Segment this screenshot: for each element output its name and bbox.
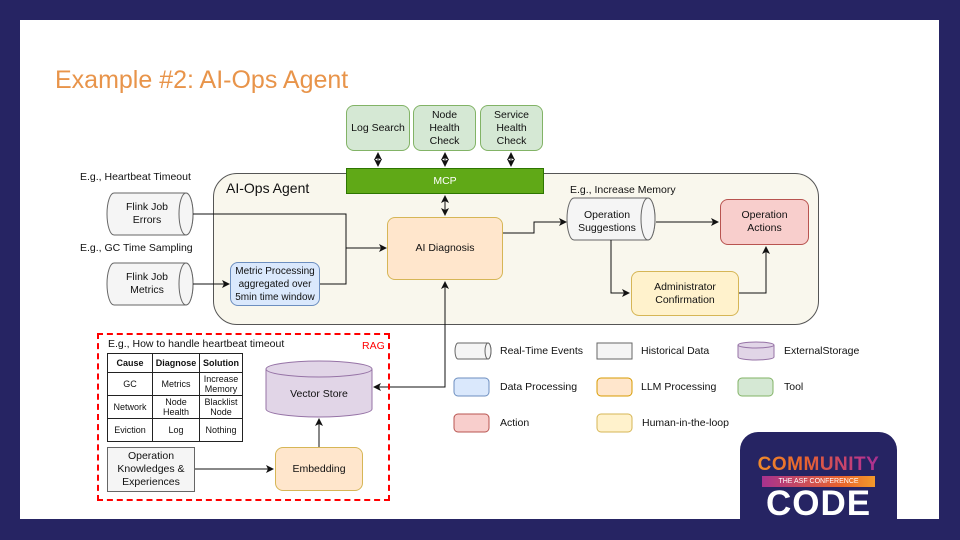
legend-label-external-storage: ExternalStorage [784, 345, 860, 357]
legend-label-data-processing: Data Processing [500, 381, 578, 393]
input-example-metrics: E.g., GC Time Sampling [80, 242, 193, 254]
metric-processing-label: Metric Processing aggregated over 5min t… [235, 265, 315, 303]
table-header: Cause [107, 353, 153, 373]
rag-label: RAG [362, 340, 385, 352]
table-cell: Log [152, 418, 200, 442]
community-code-logo: COMMUNITY THE ASF CONFERENCE CODE [740, 432, 897, 540]
embedding-box: Embedding [275, 447, 363, 491]
table-cell: Metrics [152, 372, 200, 396]
operation-knowledge-box: Operation Knowledges & Experiences [107, 447, 195, 492]
slide-title: Example #2: AI-Ops Agent [55, 66, 349, 94]
metric-processing-box: Metric Processing aggregated over 5min t… [230, 262, 320, 306]
table-cell: Nothing [199, 418, 243, 442]
tool-node-health-check: Node Health Check [413, 105, 476, 151]
legend-label-human-in-the-loop: Human-in-the-loop [642, 417, 729, 429]
logo-asf-conference-text: THE ASF CONFERENCE [762, 476, 875, 487]
table-cell: Eviction [107, 418, 153, 442]
embedding-label: Embedding [292, 462, 346, 475]
tool-label: Log Search [351, 121, 405, 134]
table-cell: Node Health [152, 395, 200, 419]
operation-actions-box: Operation Actions [720, 199, 809, 245]
legend-label-action: Action [500, 417, 530, 429]
suggestions-example: E.g., Increase Memory [570, 184, 676, 196]
legend-label-real-time-events: Real-Time Events [500, 345, 584, 357]
tool-label: Node Health Check [429, 108, 460, 147]
knowledge-table: Cause Diagnose Solution GC Metrics Incre… [107, 353, 243, 442]
administrator-confirmation-label: Administrator Confirmation [654, 280, 716, 306]
rag-example: E.g., How to handle heartbeat timeout [108, 338, 285, 350]
legend-label-llm-processing: LLM Processing [641, 381, 717, 393]
table-header-row: Cause Diagnose Solution [107, 353, 243, 373]
rag-boundary [97, 333, 390, 501]
input-example-errors: E.g., Heartbeat Timeout [80, 171, 191, 183]
ai-diagnosis-label: AI Diagnosis [415, 242, 475, 254]
ai-diagnosis-box: AI Diagnosis [387, 217, 503, 280]
tool-label: Service Health Check [493, 108, 529, 147]
agent-label: AI-Ops Agent [226, 180, 310, 196]
mcp-bar: MCP [346, 168, 544, 194]
table-cell: Increase Memory [199, 372, 243, 396]
table-cell: Blacklist Node [199, 395, 243, 419]
vector-store-label: Vector Store [290, 388, 348, 400]
table-cell: Network [107, 395, 153, 419]
flink-job-errors-label: Flink Job Errors [125, 201, 168, 226]
tool-log-search: Log Search [346, 105, 410, 151]
operation-suggestions-label: Operation Suggestions [578, 209, 636, 234]
operation-actions-label: Operation Actions [741, 209, 788, 234]
table-header: Solution [199, 353, 243, 373]
administrator-confirmation-box: Administrator Confirmation [631, 271, 739, 316]
logo-code-text: CODE [765, 484, 872, 523]
table-cell: GC [107, 372, 153, 396]
legend-label-tool: Tool [784, 381, 804, 393]
tool-service-health-check: Service Health Check [480, 105, 543, 151]
legend-label-historical-data: Historical Data [641, 345, 710, 357]
table-row: Eviction Log Nothing [107, 418, 243, 442]
table-row: GC Metrics Increase Memory [107, 372, 243, 396]
logo-community-text: COMMUNITY [740, 454, 897, 476]
operation-knowledge-label: Operation Knowledges & Experiences [117, 450, 185, 488]
table-header: Diagnose [152, 353, 200, 373]
flink-job-metrics-label: Flink Job Metrics [125, 271, 168, 296]
table-row: Network Node Health Blacklist Node [107, 395, 243, 419]
